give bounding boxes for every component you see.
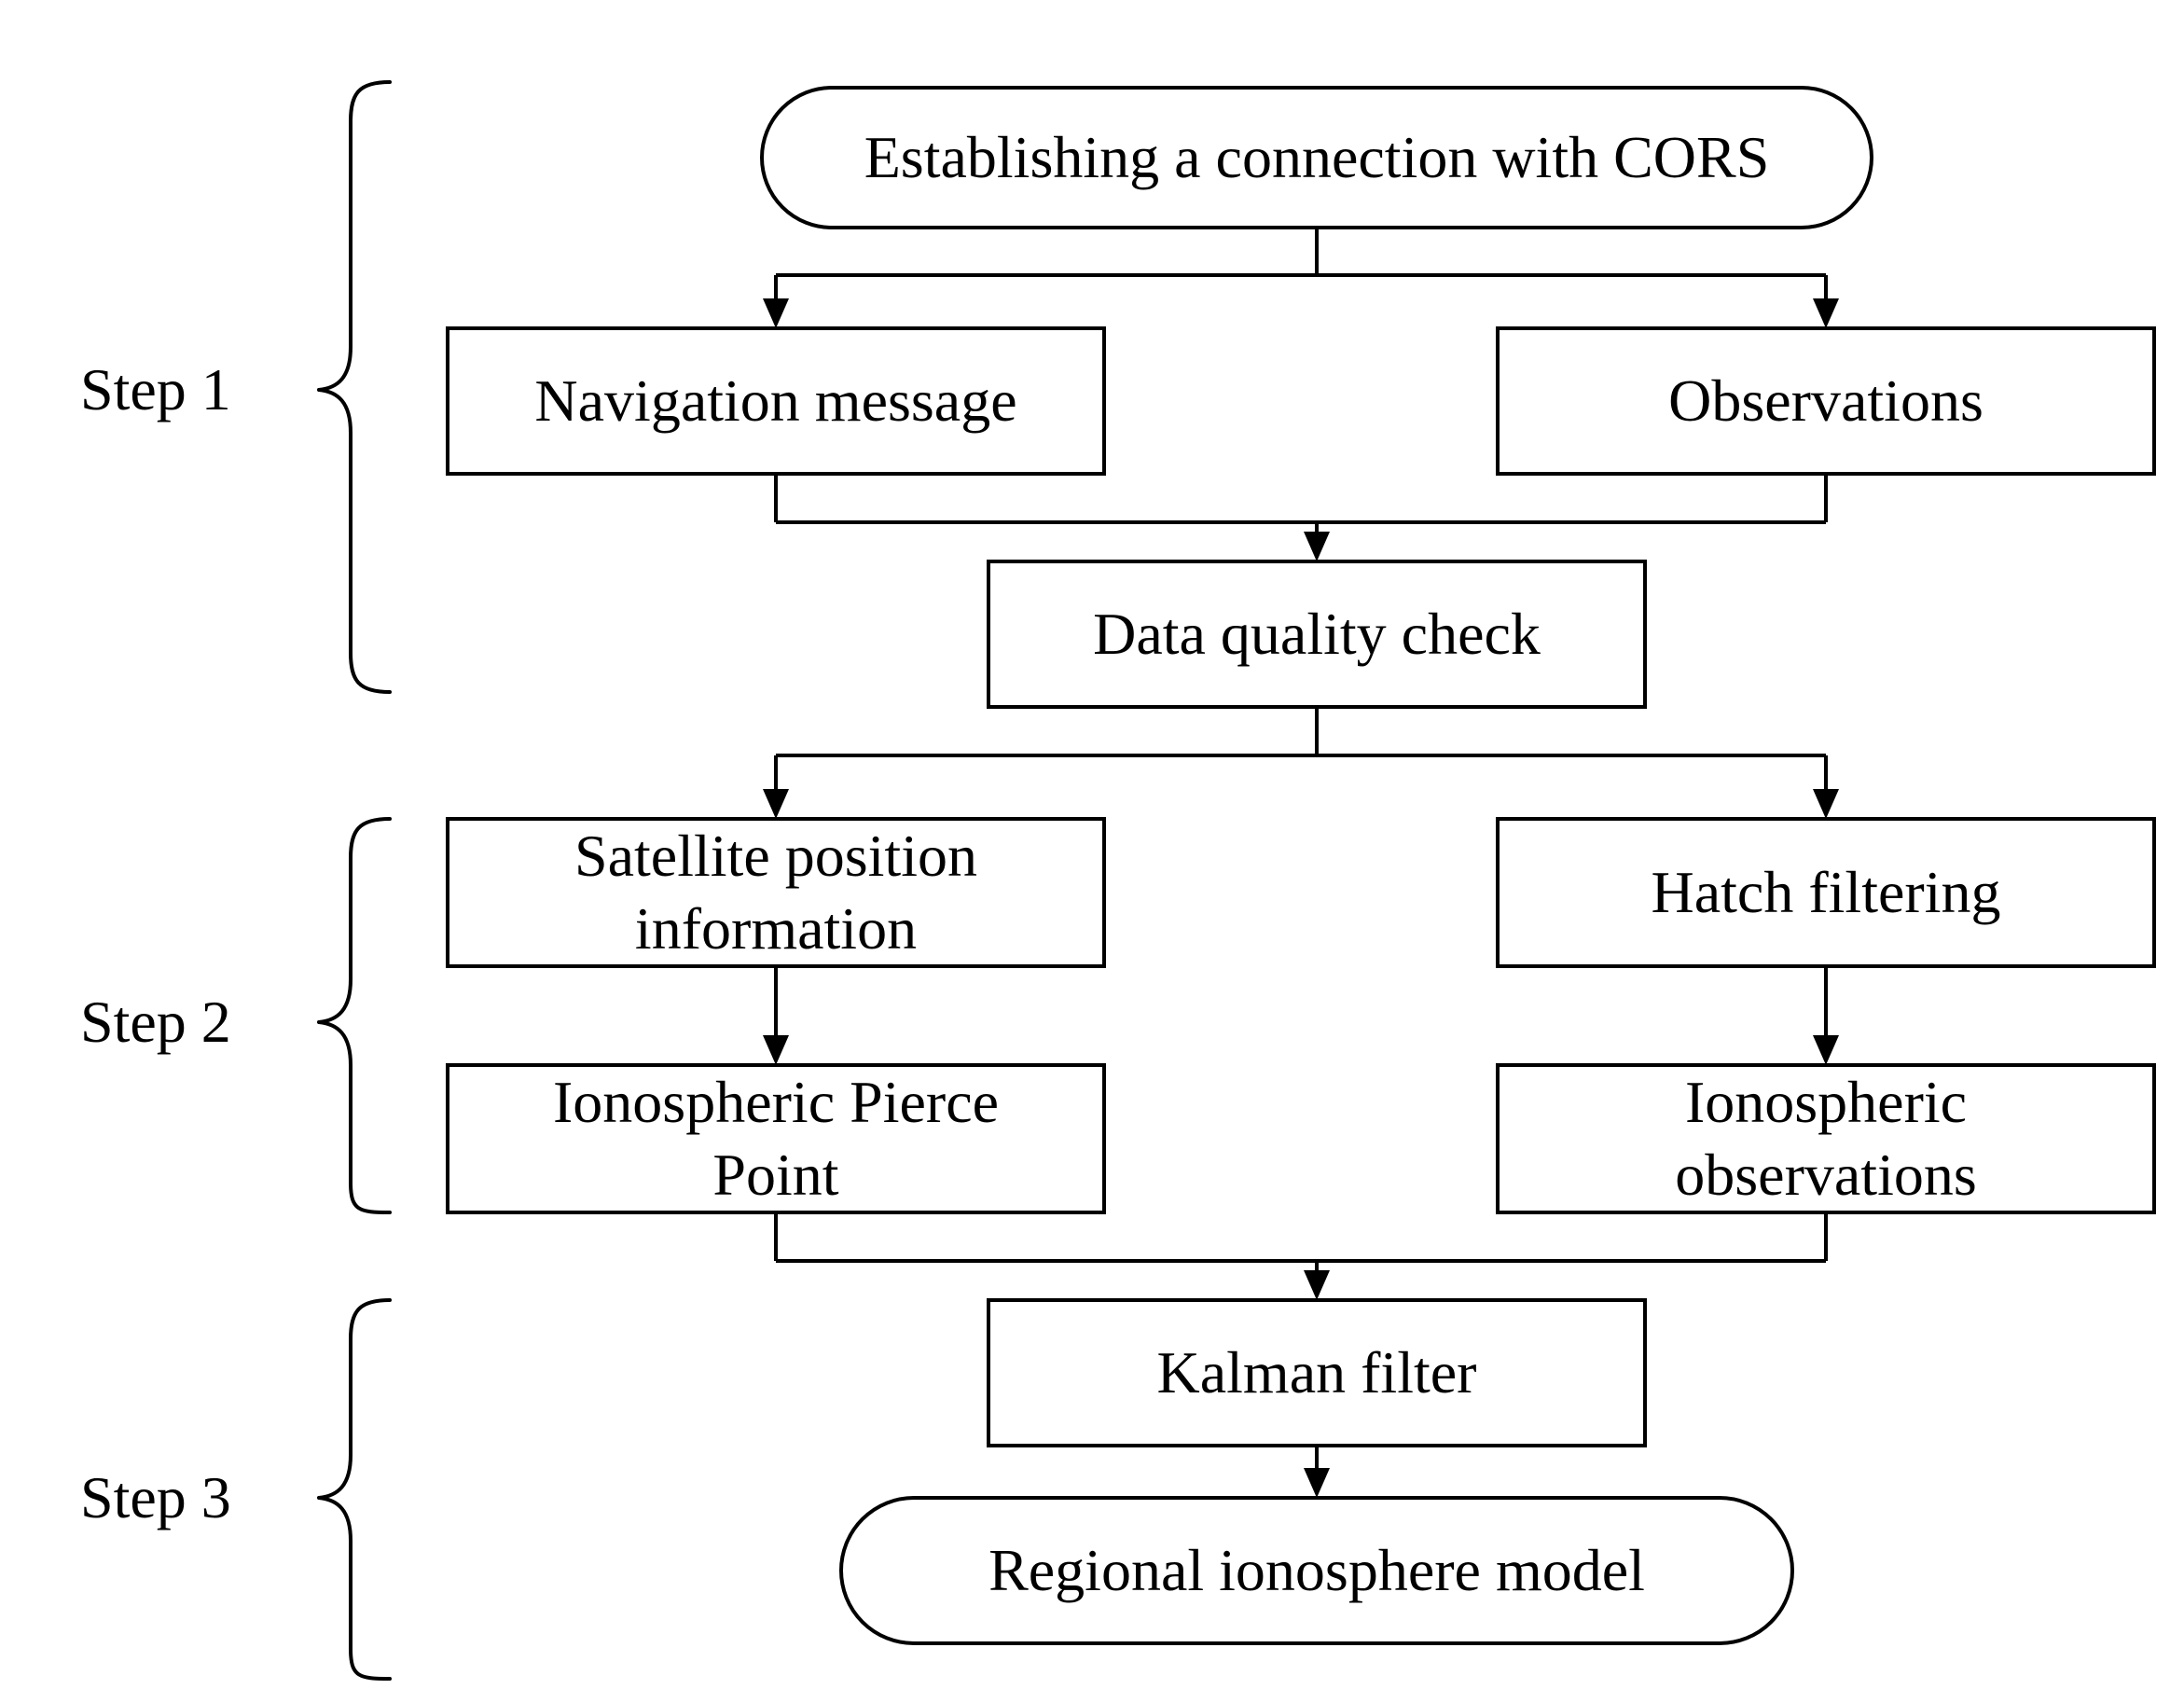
node-regional-ionosphere-model: Regional ionosphere model	[839, 1496, 1794, 1645]
arrowhead-hatch-filtering	[1813, 789, 1839, 819]
step-3-brace	[317, 1298, 392, 1681]
node-navigation-message: Navigation message	[446, 326, 1106, 476]
node-satellite-position: Satellite position information	[446, 817, 1106, 968]
edge-merge-quality	[774, 476, 1828, 533]
arrowhead-pierce-point	[763, 1035, 789, 1065]
node-data-quality-check: Data quality check	[987, 560, 1647, 709]
node-cors-connection: Establishing a connection with CORS	[760, 86, 1873, 229]
node-observations: Observations	[1496, 326, 2156, 476]
node-hatch-filtering: Hatch filtering	[1496, 817, 2156, 968]
arrowhead-regional-model	[1304, 1468, 1330, 1498]
arrowhead-quality-check	[1304, 532, 1330, 561]
edge-merge-kalman	[774, 1214, 1828, 1272]
step-2-label: Step 2	[80, 989, 231, 1055]
step-2-brace	[317, 817, 392, 1214]
arrowhead-kalman	[1304, 1270, 1330, 1300]
arrowhead-nav-message	[763, 298, 789, 328]
step-1-brace	[317, 80, 392, 694]
node-ionospheric-pierce-point: Ionospheric Pierce Point	[446, 1063, 1106, 1214]
edge-cors-split	[774, 229, 1828, 300]
node-kalman-filter: Kalman filter	[987, 1298, 1647, 1447]
arrowhead-observations	[1813, 298, 1839, 328]
step-3-label: Step 3	[80, 1464, 231, 1530]
node-ionospheric-observations: Ionospheric observations	[1496, 1063, 2156, 1214]
edge-quality-split	[774, 709, 1828, 791]
step-1-label: Step 1	[80, 356, 231, 422]
arrowhead-satellite-position	[763, 789, 789, 819]
arrowhead-iono-observations	[1813, 1035, 1839, 1065]
